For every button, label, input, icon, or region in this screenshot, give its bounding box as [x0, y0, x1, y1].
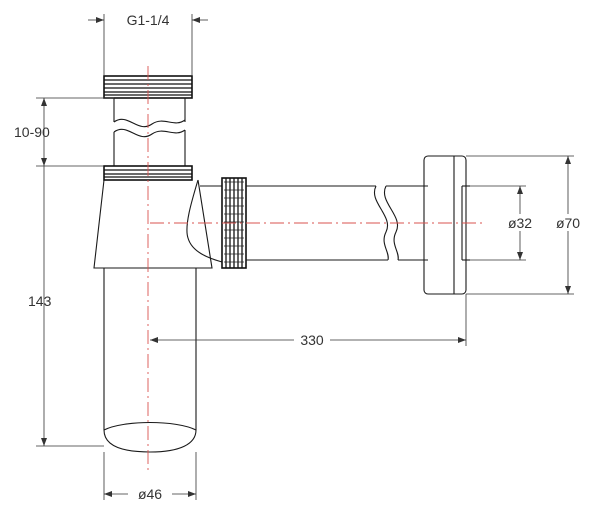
dim-length: 330: [150, 294, 467, 348]
upper-tube: [113, 98, 186, 166]
trap-body: [93, 179, 223, 269]
center-lines: [147, 66, 484, 474]
label-thread: G1-1/4: [127, 12, 170, 28]
dim-thread: G1-1/4: [88, 12, 208, 76]
label-length: 330: [300, 332, 324, 348]
label-adjust: 10-90: [14, 124, 50, 140]
label-height: 143: [28, 293, 52, 309]
wall-flange: [423, 155, 470, 295]
dim-adjust: 10-90: [14, 97, 114, 167]
dim-pipe-dia: ø32: [470, 185, 542, 261]
label-bottom-dia: ø46: [138, 486, 162, 502]
dim-flange-dia: ø70: [466, 155, 588, 295]
label-flange-dia: ø70: [556, 215, 580, 231]
label-pipe-dia: ø32: [508, 215, 532, 231]
dim-height: 143: [28, 166, 104, 447]
dim-bottom-dia: ø46: [103, 452, 197, 502]
lower-cup: [103, 268, 197, 453]
horizontal-pipe: [246, 185, 428, 261]
